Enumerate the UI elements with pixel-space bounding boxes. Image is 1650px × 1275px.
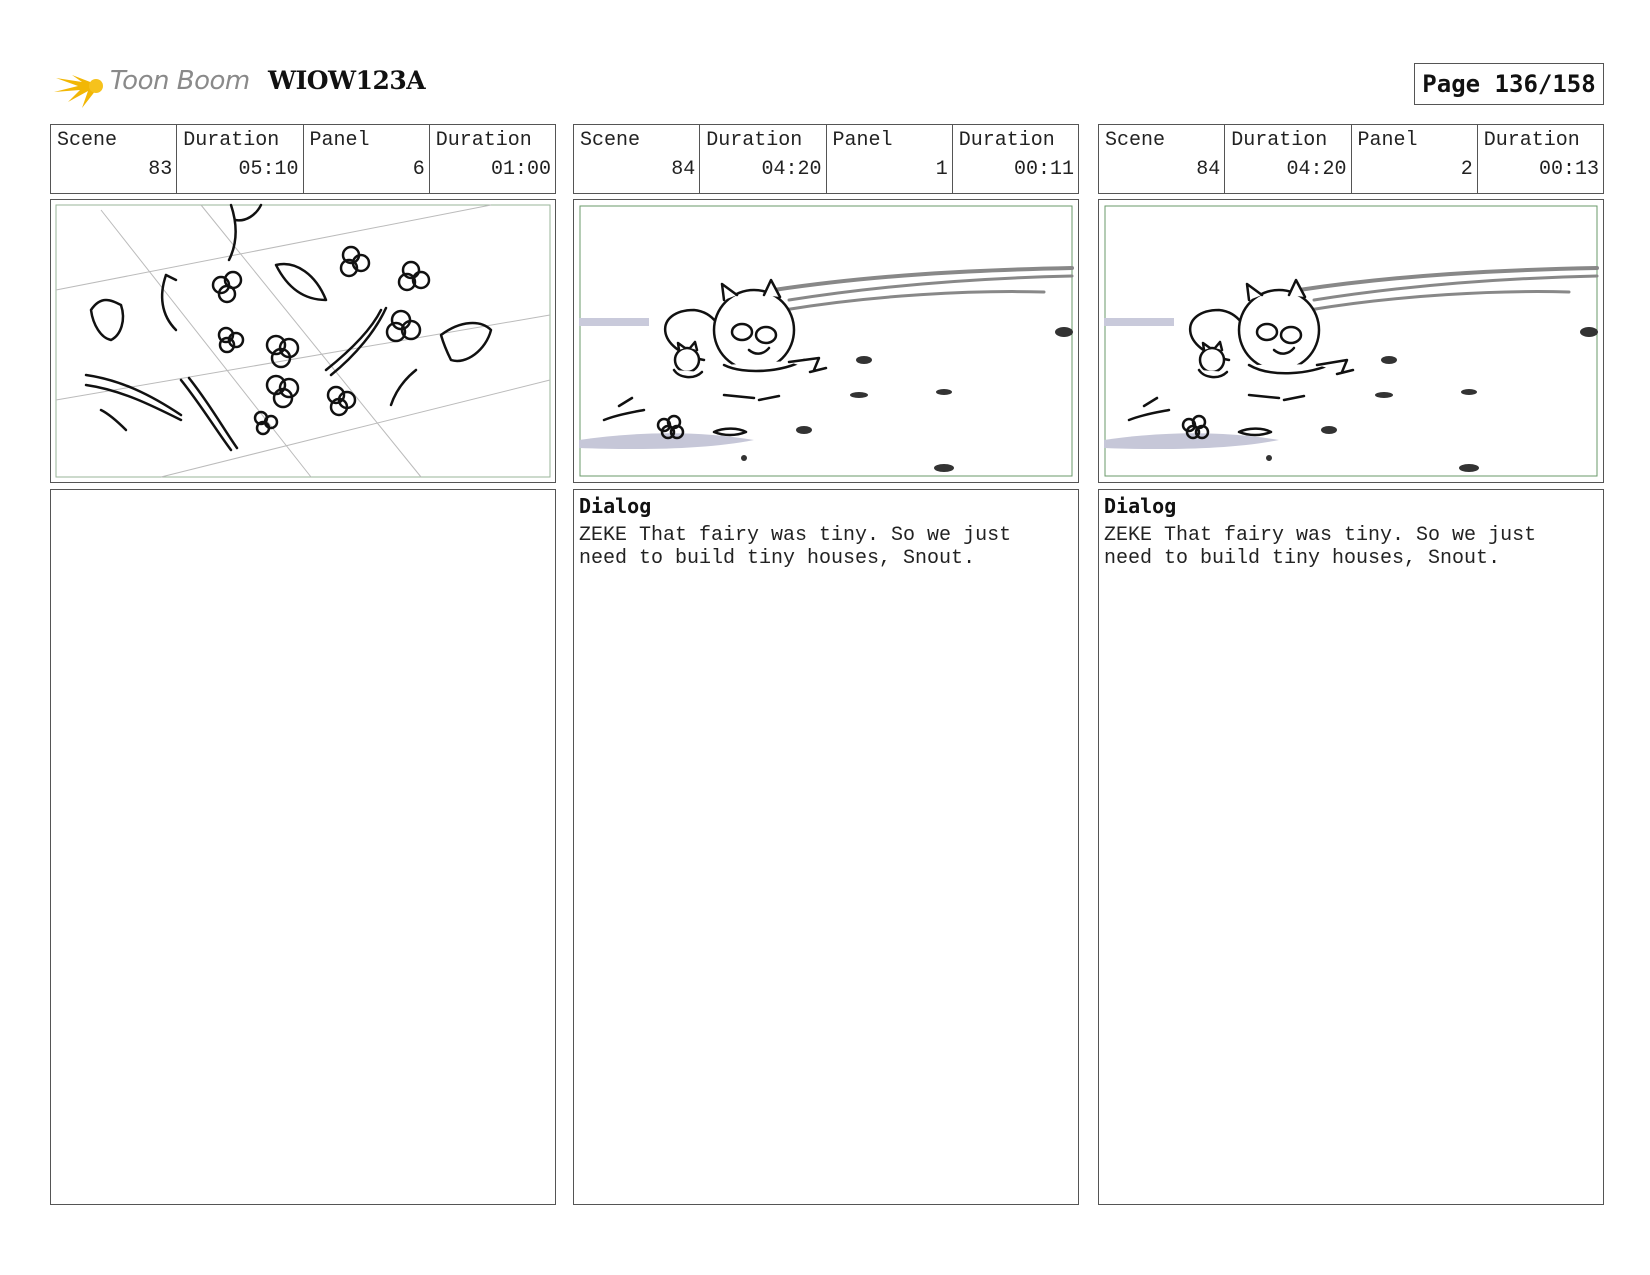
panel-info-row: Scene 83 Duration 05:10 Panel 6 Duration… — [50, 124, 556, 194]
page-number: Page 136/158 — [1422, 70, 1596, 98]
storyboard-frame — [573, 199, 1079, 483]
scene-cell: Scene 84 — [574, 125, 701, 193]
scene-value: 83 — [148, 158, 173, 181]
panel-value: 2 — [1460, 158, 1473, 181]
panel-cell: Panel 1 — [827, 125, 953, 193]
toon-boom-logo-icon — [54, 75, 103, 108]
notes-heading: Dialog — [1104, 494, 1177, 518]
panel-duration-value: 00:13 — [1538, 158, 1599, 181]
panel-cell: Panel 6 — [304, 125, 430, 193]
sketch-squirrel-scene-drawing — [579, 205, 1074, 477]
panel-label: Panel — [309, 129, 370, 152]
panel-label: Panel — [832, 129, 893, 152]
sketch-leaves-twigs-drawing — [55, 203, 551, 478]
scene-duration-cell: Duration 05:10 — [177, 125, 304, 193]
sketch-squirrel-scene-drawing — [1104, 205, 1599, 477]
notes-text: ZEKE That fairy was tiny. So we just nee… — [579, 524, 1012, 570]
scene-duration-label: Duration — [706, 129, 803, 152]
project-title: WIOW123A — [268, 66, 426, 95]
scene-label: Scene — [57, 129, 118, 152]
panel-info-row: Scene 84 Duration 04:20 Panel 1 Duration… — [573, 124, 1079, 194]
panel-label: Panel — [1357, 129, 1418, 152]
scene-label: Scene — [1105, 129, 1166, 152]
scene-duration-cell: Duration 04:20 — [1225, 125, 1352, 193]
scene-cell: Scene 84 — [1099, 125, 1226, 193]
panel-cell: Panel 2 — [1352, 125, 1478, 193]
notes-heading: Dialog — [579, 494, 652, 518]
scene-duration-label: Duration — [1231, 129, 1328, 152]
scene-value: 84 — [671, 158, 696, 181]
notes-box: Dialog ZEKE That fairy was tiny. So we j… — [573, 489, 1079, 1205]
panel-duration-label: Duration — [435, 129, 532, 152]
scene-label: Scene — [580, 129, 641, 152]
panel-duration-value: 01:00 — [490, 158, 551, 181]
panel-duration-label: Duration — [1483, 129, 1580, 152]
notes-box — [50, 489, 556, 1205]
panel-value: 6 — [412, 158, 425, 181]
scene-duration-value: 04:20 — [761, 158, 822, 181]
storyboard-frame — [1098, 199, 1604, 483]
panel-duration-cell: Duration 01:00 — [430, 125, 555, 193]
scene-duration-value: 05:10 — [238, 158, 299, 181]
panel-duration-label: Duration — [958, 129, 1055, 152]
panel-duration-value: 00:11 — [1013, 158, 1074, 181]
panel-value: 1 — [935, 158, 948, 181]
panel-duration-cell: Duration 00:13 — [1478, 125, 1603, 193]
scene-value: 84 — [1196, 158, 1221, 181]
scene-duration-value: 04:20 — [1286, 158, 1347, 181]
panel-info-row: Scene 84 Duration 04:20 Panel 2 Duration… — [1098, 124, 1604, 194]
logo-text: Toon Boom — [110, 66, 250, 96]
notes-box: Dialog ZEKE That fairy was tiny. So we j… — [1098, 489, 1604, 1205]
scene-cell: Scene 83 — [51, 125, 178, 193]
scene-duration-label: Duration — [183, 129, 280, 152]
panel-duration-cell: Duration 00:11 — [953, 125, 1078, 193]
scene-duration-cell: Duration 04:20 — [700, 125, 827, 193]
storyboard-frame — [50, 199, 556, 483]
page-number-box: Page 136/158 — [1414, 63, 1604, 105]
notes-text: ZEKE That fairy was tiny. So we just nee… — [1104, 524, 1537, 570]
